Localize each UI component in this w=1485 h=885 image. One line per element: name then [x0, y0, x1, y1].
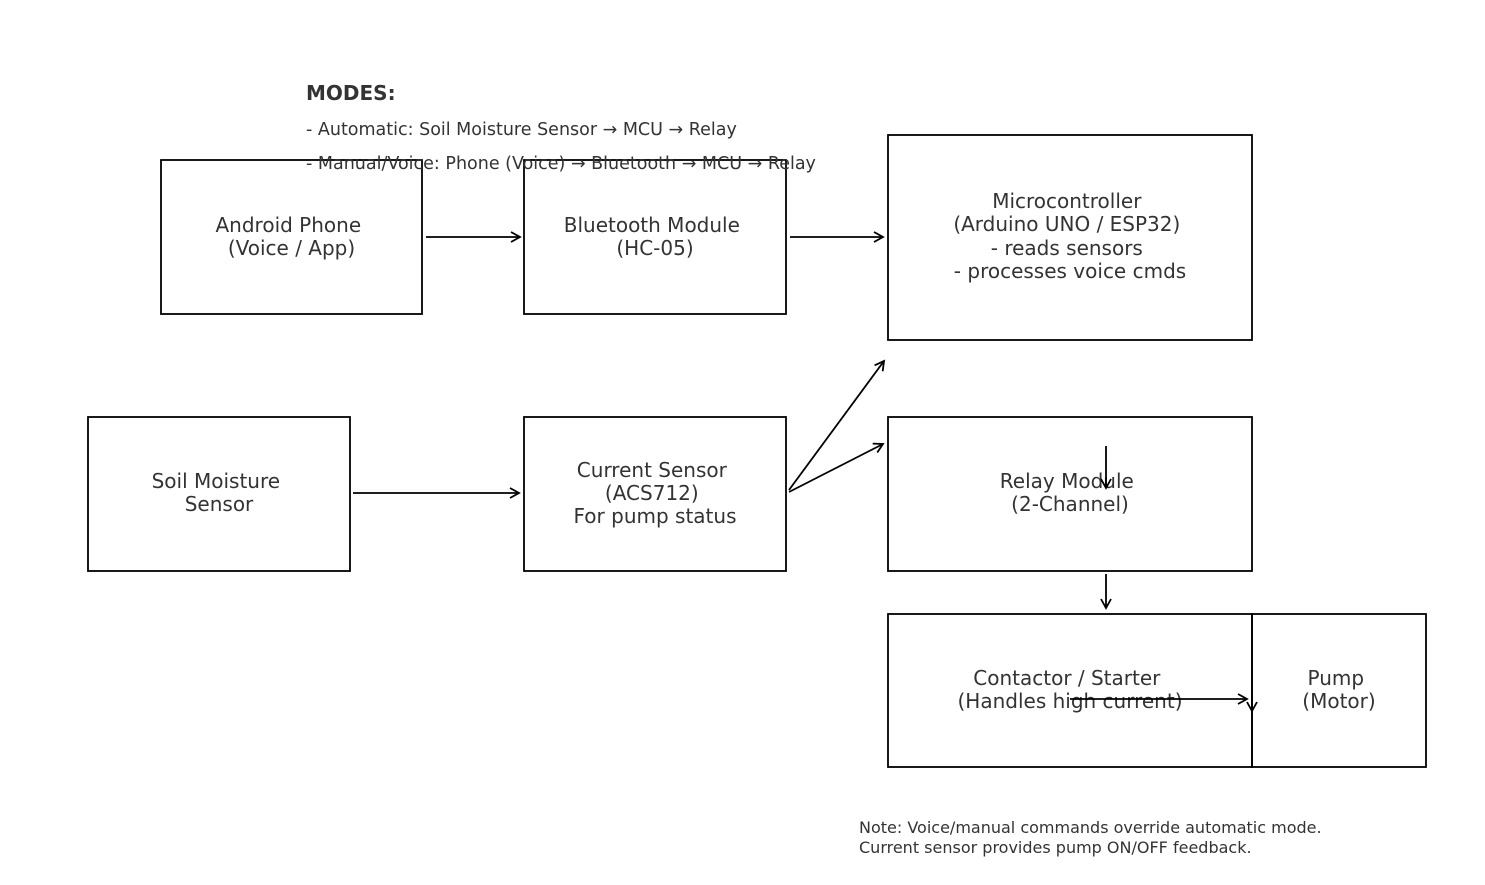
connection-arrows [353, 231, 1258, 713]
box-pump-border [1251, 613, 1427, 768]
box-microcontroller-label: Microcontroller (Arduino UNO / ESP32) - … [953, 189, 1186, 283]
box-contactor-starter: Contactor / Starter (Handles high curren… [887, 613, 1253, 768]
box-soil-moisture-sensor-line-2: Sensor [185, 492, 254, 516]
footnote-line-1: Note: Voice/manual commands override aut… [859, 818, 1322, 837]
box-microcontroller-line-2: (Arduino UNO / ESP32) [953, 212, 1180, 236]
box-microcontroller-line-1: Microcontroller [992, 189, 1142, 213]
box-android-phone-line-1: Android Phone [216, 213, 362, 237]
box-android-phone-line-2: (Voice / App) [228, 236, 355, 260]
box-microcontroller-line-4: - processes voice cmds [954, 259, 1186, 283]
box-microcontroller: Microcontroller (Arduino UNO / ESP32) - … [887, 134, 1253, 341]
box-contactor-starter-line-2: (Handles high current) [957, 689, 1182, 713]
box-soil-moisture-sensor-border [87, 416, 351, 572]
box-relay-module-line-1: Relay Module [1000, 469, 1134, 493]
box-pump-line-2: (Motor) [1302, 689, 1375, 713]
box-bluetooth-module-border [523, 159, 787, 315]
box-current-sensor-line-2: (ACS712) [605, 481, 699, 505]
box-pump: Pump (Motor) [1251, 613, 1427, 768]
box-relay-module-border [887, 416, 1253, 572]
arrow-current-to-relay [788, 442, 885, 493]
box-pump-line-1: Pump [1308, 666, 1365, 690]
box-android-phone: Android Phone (Voice / App) [160, 159, 423, 315]
box-current-sensor-label: Current Sensor (ACS712) For pump status [574, 458, 737, 528]
box-microcontroller-line-3: - reads sensors [991, 236, 1143, 260]
footnote-line-2: Current sensor provides pump ON/OFF feed… [859, 838, 1252, 857]
modes-manual-line: - Manual/Voice: Phone (Voice) → Bluetoot… [306, 154, 816, 174]
box-bluetooth-module: Bluetooth Module (HC-05) [523, 159, 787, 315]
box-relay-module: Relay Module (2-Channel) [887, 416, 1253, 572]
footnote: Note: Voice/manual commands override aut… [859, 818, 1322, 857]
box-current-sensor-border [523, 416, 787, 572]
box-bluetooth-module-line-2: (HC-05) [616, 236, 693, 260]
box-current-sensor: Current Sensor (ACS712) For pump status [523, 416, 787, 572]
arrow-current-to-mcu [788, 359, 886, 491]
box-pump-label: Pump (Motor) [1302, 666, 1375, 713]
box-soil-moisture-sensor: Soil Moisture Sensor [87, 416, 351, 572]
box-soil-moisture-sensor-label: Soil Moisture Sensor [152, 469, 287, 516]
box-android-phone-label: Android Phone (Voice / App) [216, 213, 368, 260]
box-current-sensor-line-1: Current Sensor [577, 458, 728, 482]
modes-title: MODES: [306, 81, 396, 105]
box-microcontroller-border [887, 134, 1253, 341]
box-relay-module-line-2: (2-Channel) [1011, 492, 1129, 516]
box-contactor-starter-label: Contactor / Starter (Handles high curren… [957, 666, 1182, 713]
box-bluetooth-module-label: Bluetooth Module (HC-05) [564, 213, 747, 260]
modes-legend: MODES: - Automatic: Soil Moisture Sensor… [306, 81, 816, 174]
box-relay-module-label: Relay Module (2-Channel) [1000, 469, 1140, 516]
modes-automatic-line: - Automatic: Soil Moisture Sensor → MCU … [306, 120, 737, 140]
box-contactor-starter-line-1: Contactor / Starter [973, 666, 1161, 690]
box-android-phone-border [160, 159, 423, 315]
box-current-sensor-line-3: For pump status [574, 504, 737, 528]
box-soil-moisture-sensor-line-1: Soil Moisture [152, 469, 280, 493]
box-bluetooth-module-line-1: Bluetooth Module [564, 213, 740, 237]
